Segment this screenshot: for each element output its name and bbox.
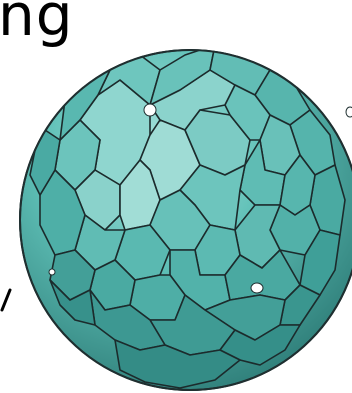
pore-right <box>346 107 352 117</box>
pore-bottom <box>251 283 263 293</box>
pore-left <box>49 269 55 275</box>
pore-top <box>144 104 156 116</box>
